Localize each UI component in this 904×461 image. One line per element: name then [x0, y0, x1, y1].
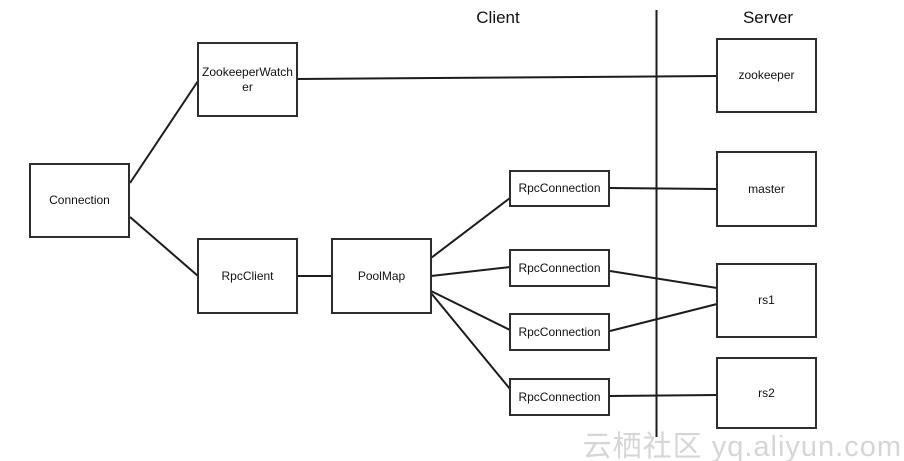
node-zookeeper-label: zookeeper: [738, 68, 795, 82]
edge-rpcconnection1-master: [609, 187, 718, 190]
edge-rpcconnection3-rs1: [609, 303, 718, 332]
node-zookeeper-watcher: ZookeeperWatcher: [197, 42, 298, 117]
node-rs2-label: rs2: [758, 385, 775, 400]
edge-poolmap-rpcconnection4: [430, 292, 511, 390]
edge-poolmap-rpcconnection3: [430, 290, 511, 331]
edge-rpcconnection4-rs2: [609, 394, 718, 397]
node-master-label: master: [748, 181, 785, 196]
node-rpc-connection-4: RpcConnection: [509, 378, 610, 416]
client-zone-label: Client: [476, 8, 520, 27]
node-connection: Connection: [29, 163, 130, 238]
node-rpc-connection-2: RpcConnection: [509, 249, 610, 287]
edge-poolmap-rpcconnection1: [430, 197, 511, 259]
node-zookeeper-watcher-label: ZookeeperWatcher: [202, 64, 293, 94]
node-rpc-connection-1: RpcConnection: [509, 170, 610, 207]
node-zookeeper: zookeeper: [716, 38, 817, 113]
edge-connection-rpcclient: [129, 216, 199, 277]
node-rpc-client: RpcClient: [197, 238, 298, 314]
edge-poolmap-rpcconnection2: [430, 266, 511, 277]
node-rs1-label: rs1: [758, 293, 775, 307]
node-master: master: [716, 151, 817, 227]
server-zone-label: Server: [742, 8, 794, 27]
node-rpc-connection-4-label: RpcConnection: [518, 389, 601, 404]
node-connection-label: Connection: [49, 193, 110, 207]
node-rs2: rs2: [716, 357, 817, 429]
node-pool-map-label: PoolMap: [357, 268, 406, 283]
edge-zookeeperwatcher-zookeeper: [296, 75, 718, 80]
node-rpc-connection-3-label: RpcConnection: [518, 324, 601, 339]
node-rs1: rs1: [716, 263, 817, 338]
edge-rpcconnection2-rs1: [609, 270, 718, 289]
node-rpc-client-label: RpcClient: [221, 268, 274, 283]
node-rpc-connection-2-label: RpcConnection: [518, 260, 601, 275]
node-rpc-connection-1-label: RpcConnection: [518, 181, 601, 195]
node-pool-map: PoolMap: [331, 238, 432, 314]
node-rpc-connection-3: RpcConnection: [509, 313, 610, 351]
edge-connection-zookeeperwatcher: [129, 80, 199, 184]
